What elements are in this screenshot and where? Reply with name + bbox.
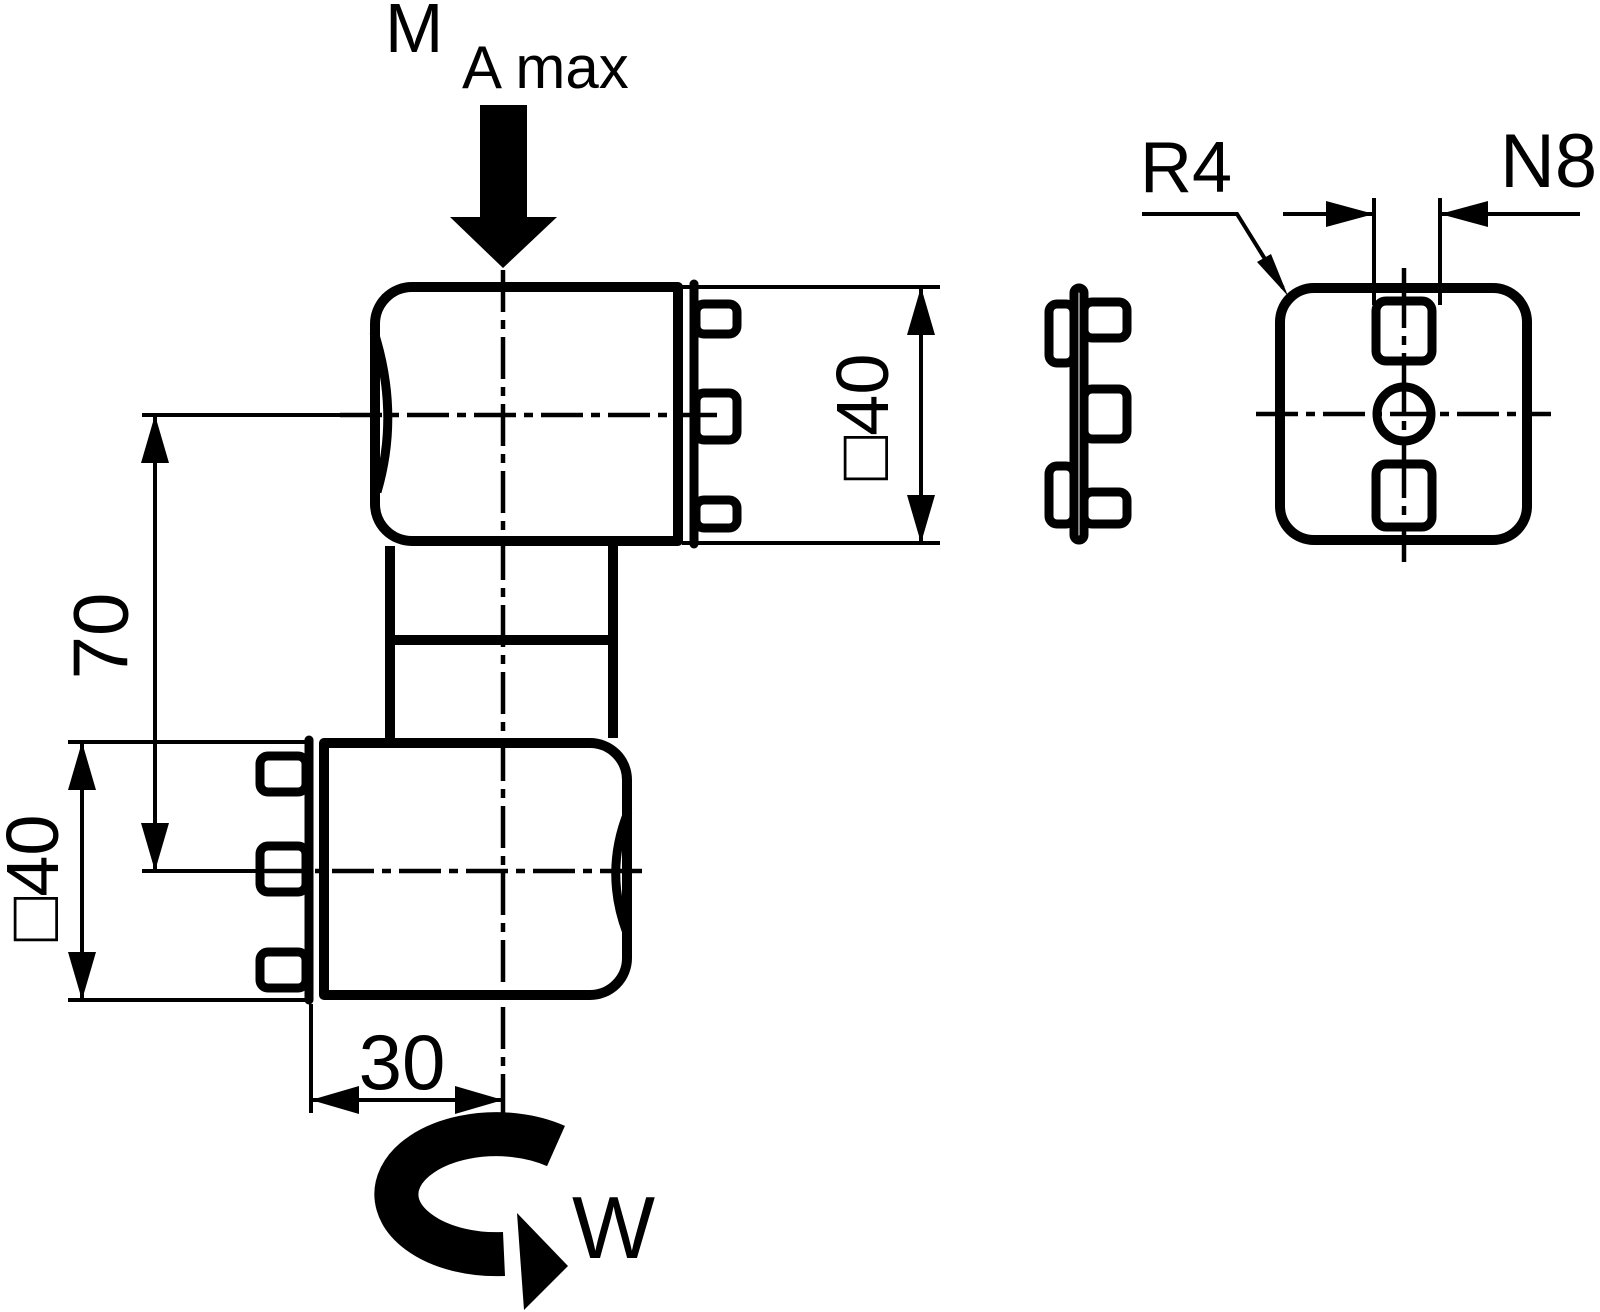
radius-label: R4 bbox=[1140, 128, 1232, 208]
dimension-70: 70 bbox=[56, 413, 345, 873]
profile-plate-bar bbox=[1069, 283, 1089, 545]
dim-arrow-right bbox=[455, 1086, 503, 1114]
cylinder-silhouette-arc bbox=[369, 330, 393, 494]
load-annotation: M A max bbox=[385, 0, 629, 268]
dimension-upper-square40: □40 bbox=[682, 285, 940, 545]
torque-label-sub: A max bbox=[462, 34, 629, 101]
profile-tooth-right bbox=[1079, 487, 1132, 529]
centerlines bbox=[265, 270, 722, 1117]
rotation-arrow-head bbox=[517, 1213, 568, 1310]
dim-arrow-down bbox=[141, 823, 169, 871]
dimension-text: □40 bbox=[821, 353, 904, 480]
leader-line bbox=[1142, 212, 1285, 290]
side-profile-view bbox=[1044, 283, 1132, 545]
dimension-n8: N8 bbox=[1283, 119, 1597, 305]
surface-finish-label: N8 bbox=[1500, 119, 1597, 204]
leader-arrow-head bbox=[1257, 254, 1288, 296]
serration-tooth bbox=[691, 299, 742, 339]
rotation-label: W bbox=[572, 1178, 655, 1277]
dim-arrow-right bbox=[1326, 201, 1374, 227]
rotation-arrow-icon bbox=[374, 1112, 565, 1277]
torque-label-main: M bbox=[385, 0, 443, 67]
serration-tooth bbox=[691, 495, 742, 533]
dimension-text: 30 bbox=[359, 1018, 446, 1106]
dim-arrow-left bbox=[311, 1086, 359, 1114]
dimension-30: 30 bbox=[309, 1004, 503, 1114]
rotation-annotation: W bbox=[374, 1112, 655, 1310]
dimension-text: 70 bbox=[56, 593, 144, 680]
dimension-lower-square40: □40 bbox=[0, 740, 306, 1002]
force-arrow-icon bbox=[450, 217, 557, 268]
serration-tooth bbox=[255, 947, 311, 993]
dim-arrow-down bbox=[68, 952, 96, 1000]
serration-tooth bbox=[255, 751, 311, 797]
dim-arrow-up bbox=[907, 287, 935, 335]
end-view bbox=[1256, 268, 1551, 562]
force-arrow-shaft bbox=[480, 105, 527, 218]
dim-arrow-left bbox=[1440, 201, 1488, 227]
dim-arrow-up bbox=[68, 742, 96, 790]
profile-tooth-right bbox=[1079, 384, 1132, 444]
radius-callout: R4 bbox=[1140, 128, 1288, 296]
profile-tooth-right bbox=[1079, 297, 1132, 343]
dim-arrow-up bbox=[141, 415, 169, 463]
dimension-text: □40 bbox=[0, 814, 74, 941]
dim-arrow-down bbox=[907, 495, 935, 543]
